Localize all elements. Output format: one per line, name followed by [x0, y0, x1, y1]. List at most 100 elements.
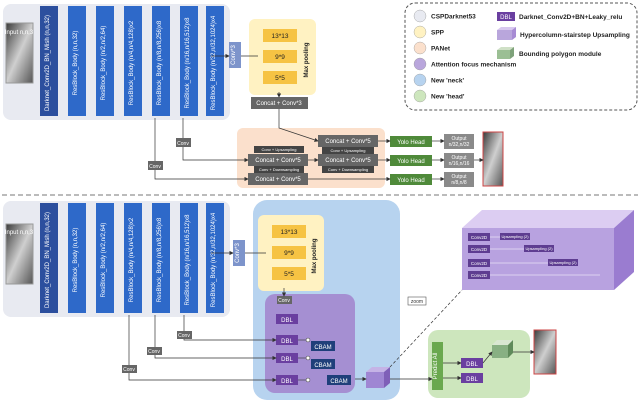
top-backbone-column-label-4: ResBlock_Body (n/8,n/8,256)x8 [157, 20, 163, 105]
bottom-backbone-column-6 [206, 203, 224, 313]
conv3-box-bottom [233, 240, 245, 266]
hypercolumn-cube-small [366, 367, 390, 388]
bounding-polygon-cube [492, 340, 513, 358]
hc-upsampling-box-2 [548, 259, 578, 266]
head-dbl-label-2: DBL [466, 377, 478, 383]
head-dbl-label-1: DBL [466, 362, 478, 368]
top-backbone-column-3 [124, 6, 142, 116]
bottom-backbone-column-label-4: ResBlock_Body (n/8,n/8,256)x8 [157, 217, 163, 302]
top-backbone-column-2 [96, 6, 114, 116]
hc-conv-box-3 [468, 271, 490, 279]
spp-boxes-bottom: 13*139*95*5 [272, 225, 306, 280]
top-backbone-column-label-6: ResBlock_Body (n/32,n/32,1024)x4 [211, 15, 217, 110]
conv3-box-top [229, 42, 241, 68]
legend-frame [404, 2, 638, 111]
conv-box-top-1 [176, 138, 191, 147]
conv-box-bottom-3 [147, 347, 162, 355]
hc-conv-box-1 [468, 245, 490, 253]
concat-conv3-box-top [251, 97, 308, 109]
legend-swatch-2 [413, 41, 427, 55]
yolo-head-box-2 [390, 174, 432, 185]
attention-dbl-3 [276, 375, 298, 385]
attention-dbl-label-1: DBL [281, 339, 293, 345]
bottom-spp-label-0: 13*13 [281, 229, 298, 236]
panet-row2-label: Concat + Conv*5 [255, 158, 301, 164]
legend-label-5: New 'head' [431, 94, 465, 101]
max-pooling-label-bottom: Max pooling [312, 238, 318, 273]
cbam-box-2 [311, 359, 335, 369]
merge-node-3 [305, 377, 311, 383]
legend-swatch-0 [413, 9, 427, 23]
top-backbone-column-label-2: ResBlock_Body (n/2,n/2,64) [101, 26, 107, 101]
bottom-backbone-column-5 [180, 203, 198, 313]
merge-node-1 [305, 337, 311, 343]
conv-downsampling-label-1: Conv + Downsampling [328, 167, 368, 172]
conv-upsampling-box-1 [254, 146, 304, 153]
hc-conv-label-2: Conv2D [471, 261, 488, 266]
conv-upsampling-label-1: Conv + Upsampling [261, 147, 296, 152]
bottom-backbone-column-0 [40, 203, 58, 313]
predict-all-box [432, 342, 443, 390]
attention-dbl-1 [276, 335, 298, 345]
legend-label-1: SPP [431, 30, 445, 37]
head-dbl-2 [461, 373, 483, 383]
top-backbone-column-5 [180, 6, 198, 116]
panet-row1-box [318, 135, 378, 147]
output-label-2-0: Output [451, 174, 467, 180]
bottom-backbone-column-label-3: ResBlock_Body (n/4,n/4,128)x2 [129, 217, 135, 302]
panet-row3-box [248, 173, 308, 185]
legend-swatch-3 [413, 57, 427, 71]
panet-row2b-box [318, 154, 378, 166]
conv-upsampling-label-2: Conv + Upsampling [330, 148, 365, 153]
input-label-bottom: Input n,n,3 [5, 230, 34, 236]
conv-upsampling-box-2 [322, 147, 374, 154]
conv-downsampling-box-2 [254, 166, 304, 173]
bounding-polygon-legend-icon [497, 47, 514, 59]
legend-label-2: PANet [431, 46, 451, 53]
output-label-2-1: n/8,n/8 [451, 180, 467, 186]
bottom-backbone-column-label-0: Darknet_Conv2D_BN_Mish (n,n,32) [45, 212, 51, 308]
hc-conv-label-1: Conv2D [471, 247, 488, 252]
conv-label-bottom-4: Conv [123, 367, 135, 373]
top-spp-label-2: 5*5 [275, 75, 285, 82]
hypercolumn-legend-desc: Hypercolumn-stairstep Upsampling [520, 32, 630, 39]
bottom-backbone-column-label-1: ResBlock_Body (n,n,32) [73, 228, 79, 293]
output-label-0-0: Output [451, 136, 467, 142]
conv-box-bottom-4 [122, 365, 137, 373]
yolo-head-box-1 [390, 155, 432, 166]
conv-label-top-1: Conv [177, 141, 189, 147]
max-pooling-label-top: Max pooling [304, 42, 310, 77]
hypercolumn-legend-icon [497, 27, 516, 40]
output-box-1 [444, 153, 474, 168]
hc-conv-box-2 [468, 259, 490, 267]
concat-conv3-label-top: Concat + Conv*3 [256, 101, 302, 107]
predict-all-label: Predict All [433, 353, 439, 380]
hc-conv-box-0 [468, 233, 490, 241]
legend-label-3: Attention focus mechanism [431, 62, 516, 69]
conv-label-top-2: Conv [149, 164, 161, 170]
hc-upsampling-box-0 [500, 233, 530, 240]
dbl-legend-badge-label: DBL [500, 15, 512, 21]
attention-dbl-2 [276, 353, 298, 363]
top-spp-box-2 [263, 71, 297, 84]
conv-label-bottom-1: Conv [278, 298, 290, 304]
cbam-label-2: CBAM [314, 363, 331, 369]
top-backbone-column-label-0: Darknet_Conv2D_BN_Mish (n,n,32) [45, 15, 51, 111]
bottom-spp-box-1 [272, 246, 306, 259]
cbam-box-1 [311, 341, 335, 351]
conv-downsampling-label-2: Conv + Downsampling [259, 167, 299, 172]
bottom-backbone-column-3 [124, 203, 142, 313]
bottom-backbone-column-2 [96, 203, 114, 313]
zoom-line [389, 289, 463, 368]
top-backbone-column-label-3: ResBlock_Body (n/4,n/4,128)x2 [129, 20, 135, 105]
conv-box-bottom-1 [277, 296, 292, 304]
bottom-backbone-column-4 [152, 203, 170, 313]
cbam-label-3: CBAM [330, 379, 347, 385]
input-image-bottom [5, 223, 34, 285]
bottom-backbone-column-label-5: ResBlock_Body (n/16,n/16,512)x8 [185, 214, 191, 306]
panet-row3-label: Concat + Conv*5 [255, 177, 301, 183]
output-label-0-1: n/32,n/32 [449, 142, 470, 148]
